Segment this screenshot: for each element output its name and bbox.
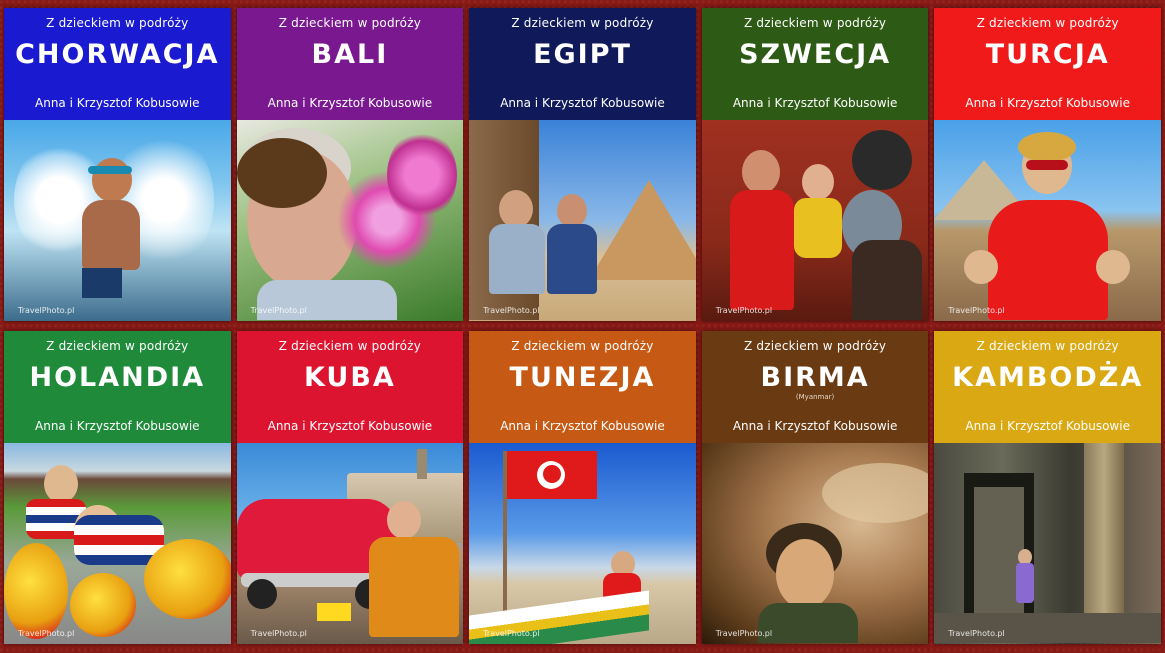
cover-photo: TravelPhoto.pl <box>701 120 929 321</box>
series-title: Z dzieckiem w podróży <box>976 339 1119 353</box>
cover-band: Z dzieckiem w podróży BALI Anna i Krzysz… <box>236 8 464 120</box>
authors: Anna i Krzysztof Kobusowie <box>267 96 433 110</box>
book-cover-bali[interactable]: Z dzieckiem w podróży BALI Anna i Krzysz… <box>236 8 464 321</box>
cover-band: Z dzieckiem w podróży CHORWACJA Anna i K… <box>4 8 231 120</box>
cover-photo: TravelPhoto.pl <box>4 120 231 321</box>
series-title: Z dzieckiem w podróży <box>511 339 654 353</box>
country-title: KUBA <box>303 362 396 393</box>
cover-photo: TravelPhoto.pl <box>701 443 929 644</box>
photo-credit: TravelPhoto.pl <box>715 306 773 315</box>
series-title: Z dzieckiem w podróży <box>46 16 189 30</box>
country-title: HOLANDIA <box>29 362 206 393</box>
photo-credit: TravelPhoto.pl <box>18 629 75 638</box>
cover-photo: TravelPhoto.pl <box>469 120 696 321</box>
photo-credit: TravelPhoto.pl <box>250 629 307 638</box>
cover-photo: TravelPhoto.pl <box>934 443 1161 644</box>
country-title: CHORWACJA <box>15 39 220 70</box>
cover-photo: TravelPhoto.pl <box>934 120 1161 321</box>
cover-photo: TravelPhoto.pl <box>4 443 231 644</box>
photo-credit: TravelPhoto.pl <box>948 306 1005 315</box>
series-title: Z dzieckiem w podróży <box>511 16 654 30</box>
authors: Anna i Krzysztof Kobusowie <box>500 96 665 110</box>
authors: Anna i Krzysztof Kobusowie <box>732 96 898 110</box>
series-title: Z dzieckiem w podróży <box>46 339 189 353</box>
authors: Anna i Krzysztof Kobusowie <box>500 419 665 433</box>
cover-band: Z dzieckiem w podróży TURCJA Anna i Krzy… <box>934 8 1161 120</box>
book-cover-chorwacja[interactable]: Z dzieckiem w podróży CHORWACJA Anna i K… <box>4 8 231 321</box>
cover-band: Z dzieckiem w podróży KUBA Anna i Krzysz… <box>236 331 464 443</box>
book-cover-turcja[interactable]: Z dzieckiem w podróży TURCJA Anna i Krzy… <box>934 8 1161 321</box>
country-title: TURCJA <box>985 39 1110 70</box>
cover-band: Z dzieckiem w podróży EGIPT Anna i Krzys… <box>469 8 696 120</box>
book-cover-tunezja[interactable]: Z dzieckiem w podróży TUNEZJA Anna i Krz… <box>469 331 696 644</box>
book-cover-egipt[interactable]: Z dzieckiem w podróży EGIPT Anna i Krzys… <box>469 8 696 321</box>
authors: Anna i Krzysztof Kobusowie <box>965 419 1130 433</box>
book-cover-szwecja[interactable]: Z dzieckiem w podróży SZWECJA Anna i Krz… <box>701 8 929 321</box>
authors: Anna i Krzysztof Kobusowie <box>965 96 1130 110</box>
authors: Anna i Krzysztof Kobusowie <box>267 419 433 433</box>
cover-band: Z dzieckiem w podróży TUNEZJA Anna i Krz… <box>469 331 696 443</box>
book-cover-kuba[interactable]: Z dzieckiem w podróży KUBA Anna i Krzysz… <box>236 331 464 644</box>
country-title: EGIPT <box>533 39 632 70</box>
country-subtitle: (Myanmar) <box>795 393 835 401</box>
series-title: Z dzieckiem w podróży <box>743 339 887 353</box>
photo-credit: TravelPhoto.pl <box>483 629 540 638</box>
photo-credit: TravelPhoto.pl <box>250 306 307 315</box>
country-title: BALI <box>311 39 389 70</box>
cover-band: Z dzieckiem w podróży KAMBODŻA Anna i Kr… <box>934 331 1161 443</box>
cover-photo: TravelPhoto.pl <box>469 443 696 644</box>
book-cover-grid: Z dzieckiem w podróży CHORWACJA Anna i K… <box>4 8 1161 644</box>
authors: Anna i Krzysztof Kobusowie <box>732 419 898 433</box>
photo-credit: TravelPhoto.pl <box>18 306 75 315</box>
series-title: Z dzieckiem w podróży <box>278 16 422 30</box>
cover-band: Z dzieckiem w podróży BIRMA (Myanmar) An… <box>701 331 929 443</box>
photo-credit: TravelPhoto.pl <box>715 629 773 638</box>
country-title: BIRMA <box>760 362 870 393</box>
series-title: Z dzieckiem w podróży <box>743 16 887 30</box>
country-title: KAMBODŻA <box>952 362 1144 393</box>
authors: Anna i Krzysztof Kobusowie <box>35 419 200 433</box>
photo-credit: TravelPhoto.pl <box>483 306 540 315</box>
authors: Anna i Krzysztof Kobusowie <box>35 96 200 110</box>
series-title: Z dzieckiem w podróży <box>976 16 1119 30</box>
country-title: TUNEZJA <box>509 362 656 393</box>
book-cover-kambodza[interactable]: Z dzieckiem w podróży KAMBODŻA Anna i Kr… <box>934 331 1161 644</box>
cover-photo: TravelPhoto.pl <box>236 443 464 644</box>
cover-photo: TravelPhoto.pl <box>236 120 464 321</box>
photo-credit: TravelPhoto.pl <box>948 629 1005 638</box>
cover-band: Z dzieckiem w podróży HOLANDIA Anna i Kr… <box>4 331 231 443</box>
book-cover-holandia[interactable]: Z dzieckiem w podróży HOLANDIA Anna i Kr… <box>4 331 231 644</box>
country-title: SZWECJA <box>739 39 892 70</box>
book-cover-birma[interactable]: Z dzieckiem w podróży BIRMA (Myanmar) An… <box>701 331 929 644</box>
cover-band: Z dzieckiem w podróży SZWECJA Anna i Krz… <box>701 8 929 120</box>
series-title: Z dzieckiem w podróży <box>278 339 422 353</box>
